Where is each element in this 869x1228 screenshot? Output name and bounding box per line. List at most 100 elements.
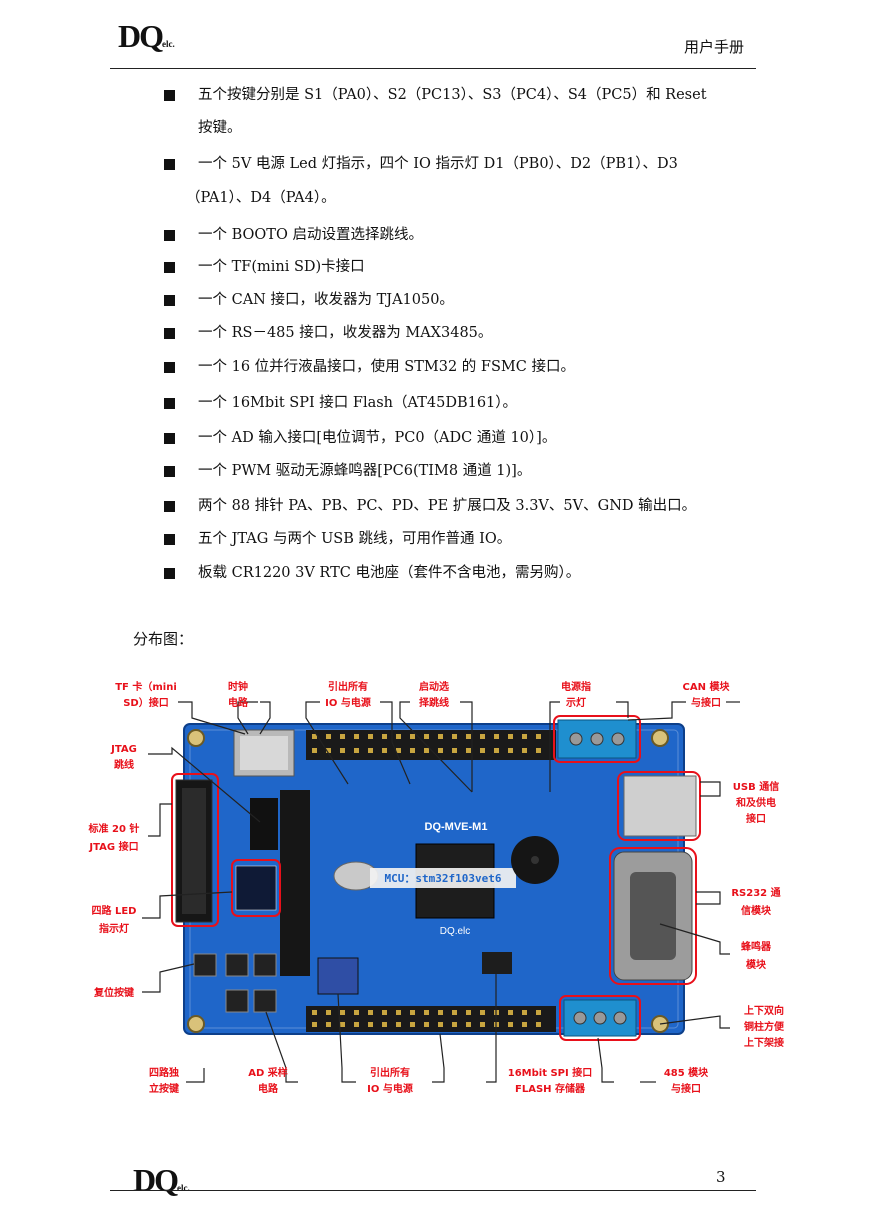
bullet-square-icon [164, 295, 175, 306]
bullet-square-icon [164, 262, 175, 273]
rs232-db9-inner [630, 872, 676, 960]
chip-text: DQ.elc [440, 926, 471, 937]
label-power-led-2: 示灯 [566, 696, 586, 709]
footer-rule [110, 1190, 756, 1191]
list-item-text: 两个 88 排针 PA、PB、PC、PD、PE 扩展口及 3.3V、5V、GND… [198, 498, 697, 514]
label-boot-1: 启动选 [419, 680, 449, 693]
leader-lines [142, 701, 740, 1083]
label-keys4-2: 立按键 [149, 1082, 180, 1095]
label-ad-1: AD 采样 [248, 1066, 288, 1079]
mounting-holes [187, 729, 669, 1033]
header-logo: DQelc. [118, 18, 175, 55]
label-clock-1: 时钟 [228, 680, 248, 693]
header-rule [110, 68, 756, 69]
usb-connector [623, 775, 697, 837]
label-buzzer-1: 蜂鸣器 [741, 940, 772, 953]
logo-sub: elc. [162, 39, 175, 49]
lcd-header [280, 790, 310, 976]
jtag-20pin-connector-inner [182, 788, 206, 914]
label-flash-1: 16Mbit SPI 接口 [508, 1066, 592, 1079]
io-header-bottom [306, 1006, 556, 1032]
logo-main: DQ [133, 1162, 179, 1198]
list-item-text: 按键。 [198, 120, 242, 136]
bullet-square-icon [164, 328, 175, 339]
list-item-text: 一个 TF(mini SD)卡接口 [198, 259, 365, 275]
list-item-text: 五个按键分别是 S1（PA0）、S2（PC13）、S3（PC4）、S4（PC5）… [198, 87, 707, 103]
label-buzzer-2: 模块 [746, 958, 767, 971]
push-buttons [193, 953, 277, 1013]
label-rs232-1: RS232 通 [731, 887, 780, 899]
page-number: 3 [716, 1168, 726, 1186]
list-item-text: 一个 CAN 接口，收发器为 TJA1050。 [198, 292, 454, 308]
io-header-top [306, 730, 556, 760]
label-led4-2: 指示灯 [99, 922, 129, 935]
list-item-text: 一个 PWM 驱动无源蜂鸣器[PC6(TIM8 通道 1)]。 [198, 463, 532, 479]
label-flash-2: FLASH 存储器 [515, 1082, 586, 1095]
label-jtag20-1: 标准 20 针 [88, 822, 140, 835]
list-item-text: 一个 RS－485 接口，收发器为 MAX3485。 [198, 325, 493, 341]
label-power-led-1: 电源指 [561, 680, 591, 693]
led-array [235, 865, 277, 911]
bullet-square-icon [164, 159, 175, 170]
label-io-top-2: IO 与电源 [325, 696, 371, 709]
logo-main: DQ [118, 18, 164, 54]
list-item-text: 五个 JTAG 与两个 USB 跳线，可用作普通 IO。 [198, 531, 512, 547]
flash-chip [482, 952, 512, 974]
label-jtag-jumper-1: JTAG [110, 744, 137, 755]
bullet-square-icon [164, 534, 175, 545]
list-item-text: 一个 BOOTO 启动设置选择跳线。 [198, 227, 423, 243]
bullet-square-icon [164, 568, 175, 579]
header-title: 用户手册 [683, 38, 744, 56]
label-rs232-2: 信模块 [741, 904, 772, 917]
label-rs485-2: 与接口 [671, 1082, 701, 1095]
buzzer-hole [531, 856, 539, 864]
label-io-top-1: 引出所有 [328, 680, 368, 693]
list-item-text: 一个 5V 电源 Led 灯指示，四个 IO 指示灯 D1（PB0）、D2（PB… [198, 156, 678, 172]
label-boot-2: 择跳线 [419, 696, 449, 709]
footer-logo: DQelc. [133, 1162, 190, 1199]
label-tf-2: SD）接口 [123, 696, 169, 709]
label-io-bottom-1: 引出所有 [370, 1066, 410, 1079]
bullet-square-icon [164, 501, 175, 512]
board-name: DQ-MVE-M1 [425, 821, 488, 833]
label-usb-2: 和及供电 [735, 796, 776, 809]
label-tf-1: TF 卡（mini [115, 680, 177, 693]
callout-labels: TF 卡（mini SD）接口 时钟 电路 引出所有 IO 与电源 启动选 择跳… [88, 680, 785, 1095]
label-io-bottom-2: IO 与电源 [367, 1082, 413, 1095]
list-item-text: 一个 16 位并行液晶接口，使用 STM32 的 FSMC 接口。 [198, 359, 575, 375]
board-diagram: DQ.elc DQ-MVE-M1 MCU：stm32f103vet6 [88, 680, 785, 1095]
mcu-label-box [370, 868, 516, 888]
distribution-label: 分布图： [133, 630, 194, 648]
label-can-1: CAN 模块 [683, 680, 731, 693]
potentiometer [317, 957, 359, 995]
bullet-square-icon [164, 433, 175, 444]
callout-marks [171, 715, 701, 1041]
bullet-square-icon [164, 230, 175, 241]
bullet-square-icon [164, 466, 175, 477]
list-item-text: （PA1）、D4（PA4）。 [186, 190, 336, 206]
bullet-square-icon [164, 90, 175, 101]
mcu-label: MCU：stm32f103vet6 [385, 872, 502, 885]
label-rs485-1: 485 模块 [664, 1066, 709, 1079]
label-clock-2: 电路 [228, 696, 249, 709]
label-usb-3: 接口 [746, 812, 766, 825]
list-item-text: 一个 AD 输入接口[电位调节，PC0（ADC 通道 10）]。 [198, 430, 557, 446]
list-item-text: 一个 16Mbit SPI 接口 Flash（AT45DB161）。 [198, 395, 518, 411]
label-usb-1: USB 通信 [733, 780, 779, 793]
tf-card-slot-inner [240, 736, 288, 770]
logo-sub: elc. [177, 1183, 190, 1193]
label-can-2: 与接口 [691, 696, 721, 709]
bullet-square-icon [164, 362, 175, 373]
label-standoff-3: 上下架接 [744, 1036, 784, 1049]
label-reset: 复位按键 [93, 986, 135, 999]
label-jtag-jumper-2: 跳线 [114, 758, 134, 771]
label-keys4-1: 四路独 [149, 1066, 179, 1079]
label-standoff-1: 上下双向 [744, 1004, 784, 1017]
label-led4-1: 四路 LED [92, 904, 137, 917]
label-jtag20-2: JTAG 接口 [88, 840, 138, 853]
bullet-square-icon [164, 398, 175, 409]
jtag-jumpers [250, 798, 278, 850]
list-item-text: 板载 CR1220 3V RTC 电池座（套件不含电池，需另购）。 [198, 565, 581, 581]
label-standoff-2: 铜柱方便 [744, 1020, 785, 1033]
label-ad-2: 电路 [258, 1082, 279, 1095]
